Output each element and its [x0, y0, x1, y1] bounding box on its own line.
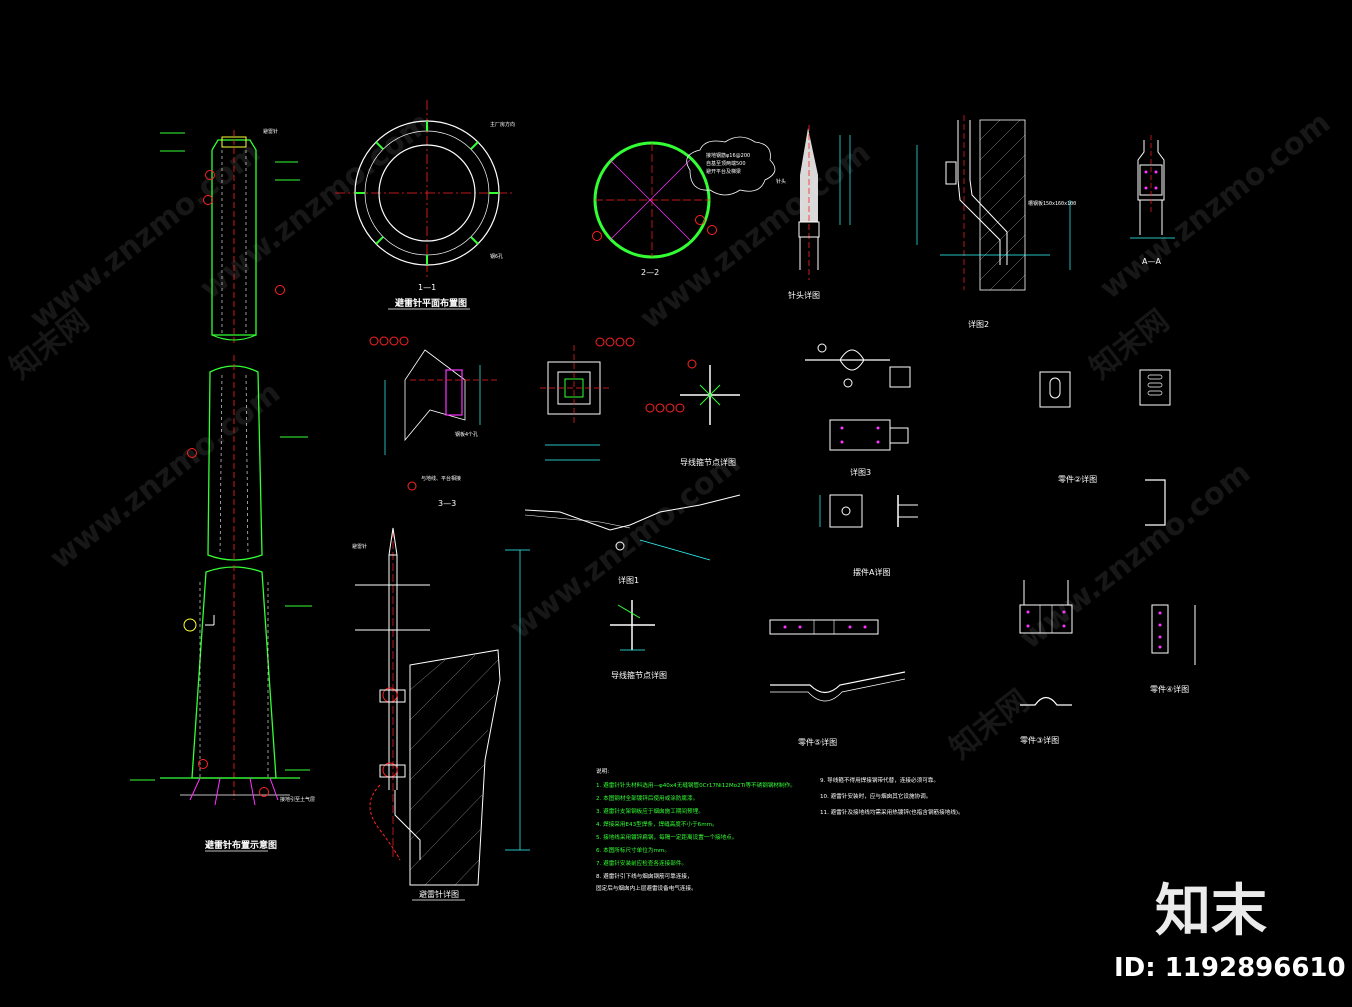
section-2-2-label: 2—2	[641, 268, 659, 277]
note-line: 1. 避雷针针头材料选用—φ40x4无缝钢管0Cr17Ni12Mo2Ti等不锈钢…	[596, 781, 796, 789]
chimney-layout: 避雷针布置示意图 避雷针 接地引至土气层	[130, 128, 315, 852]
section-a-a-label: A—A	[1142, 257, 1161, 266]
plan-view: 避雷针平面布置图 1—1 主厂房方向 钢6孔	[335, 100, 515, 310]
detail-3-title: 详图3	[850, 467, 871, 477]
note-line: 5. 接地线采用镀锌扁钢，每隔一定距离设置一个接地点。	[596, 833, 737, 841]
part-4-title: 零件④详图	[1150, 684, 1189, 694]
section-3-3-label: 3—3	[438, 499, 456, 508]
plate-a-detail: 摆件A详图	[819, 494, 918, 577]
section-1-1: 1—1	[418, 283, 436, 292]
joint-point-detail: 导线箍节点详图	[610, 600, 667, 680]
note-line: 7. 避雷针安装前应检查各连接部件。	[596, 859, 687, 867]
anchor-holes: 钢6孔	[490, 253, 503, 260]
rod-detail: 避雷针详图 避雷针	[352, 527, 530, 901]
detail-1: 详图1	[524, 494, 741, 585]
notes: 说明: 1. 避雷针针头材料选用—φ40x4无缝钢管0Cr17Ni12Mo2Ti…	[596, 767, 964, 892]
detail-2-title: 详图2	[968, 319, 989, 329]
label-rod: 避雷针	[263, 128, 278, 135]
watermark-cn: 知末网	[943, 683, 1035, 766]
ground-wire-label: 与地线、平台相接	[421, 475, 461, 482]
part-5-title: 零件⑤详图	[798, 737, 837, 747]
tip-detail: 针头详图 针头	[776, 125, 851, 300]
image-id: ID: 1192896610	[1114, 953, 1346, 983]
note-line: 8. 避雷针引下线与烟囱钢筋可靠连接，	[596, 872, 693, 880]
label-ground-detail: 接地引至土气层	[280, 796, 315, 803]
part-3-title: 零件③详图	[1020, 735, 1059, 745]
section-a-a: A—A	[1130, 135, 1175, 266]
part-5-detail: 零件⑤详图	[769, 619, 906, 747]
tip-label: 针头	[776, 178, 786, 185]
bubble-line-1: 接地钢筋φ16@200	[706, 152, 750, 159]
detail-3: 详图3	[805, 343, 911, 477]
bubble-line-3: 避开平台及梯梁	[706, 168, 741, 175]
plan-title: 避雷针平面布置图	[395, 297, 467, 309]
watermark-text: www.znzmo.com	[193, 105, 437, 306]
rod-detail-title: 避雷针详图	[419, 889, 459, 899]
steel-plate-label: 槽钢板150x160x100	[1028, 200, 1076, 207]
plate-a-title: 摆件A详图	[853, 567, 890, 577]
watermark-text: www.znzmo.com	[1013, 455, 1257, 656]
tip-detail-title: 针头详图	[788, 290, 820, 300]
joint-detail: 导线箍节点详图	[645, 359, 740, 467]
layout-title: 避雷针布置示意图	[205, 839, 277, 851]
note-line: 9. 导线箍不得用焊接钢带代替，连接必须可靠。	[820, 776, 939, 784]
note-line: 固定后与烟囱内上层避雷设备电气连接。	[596, 884, 697, 892]
detail-2: 详图2 槽钢板150x160x100	[916, 115, 1076, 329]
note-line: 6. 本图所标尺寸单位为mm。	[596, 846, 670, 854]
section-2-2: 接地钢筋φ16@200 自基至顶两端500 避开平台及梯梁 2—2	[592, 136, 776, 277]
watermark-text: www.znzmo.com	[633, 135, 877, 336]
part-2-detail: 零件②详图	[1039, 369, 1171, 526]
section-3-3: 3—3 钢板4个孔 与地线、平台相接	[369, 336, 500, 508]
bolt-hole-label: 钢板4个孔	[455, 431, 478, 438]
note-line: 11. 避雷针及接地线均需采用热镀锌(也指含钢筋接地线)。	[820, 808, 964, 816]
watermark-text: www.znzmo.com	[1093, 105, 1337, 306]
middle-joint	[540, 337, 635, 461]
joint-detail-title: 导线箍节点详图	[680, 457, 736, 467]
brand-logo: 知末	[1155, 879, 1267, 944]
part-3-detail: 零件③详图	[1019, 580, 1073, 745]
watermark-layer: www.znzmo.com www.znzmo.com www.znzmo.co…	[3, 105, 1337, 766]
note-line: 2. 本图钢材全部镀锌后使用或涂防腐漆。	[596, 794, 698, 802]
part-4-detail: 零件④详图	[1150, 604, 1196, 694]
watermark-text: www.znzmo.com	[43, 375, 287, 576]
watermark-cn: 知末网	[1083, 303, 1175, 386]
plant-north: 主厂房方向	[490, 121, 515, 128]
detail-1-title: 详图1	[618, 575, 639, 585]
note-line: 10. 避雷针安装时，应与烟囱其它设施协调。	[820, 792, 931, 800]
note-line: 3. 避雷针支架钢板应于烟囱施工期间预埋。	[596, 807, 704, 815]
rod-label: 避雷针	[352, 543, 367, 550]
watermark-text: www.znzmo.com	[503, 445, 747, 646]
part-2-title: 零件②详图	[1058, 474, 1097, 484]
watermark-text: www.znzmo.com	[23, 135, 267, 336]
joint-point-title: 导线箍节点详图	[611, 670, 667, 680]
notes-title: 说明:	[596, 767, 609, 775]
bubble-line-2: 自基至顶两端500	[706, 160, 746, 167]
note-line: 4. 焊接采用E43型焊条，焊缝高度不小于6mm。	[596, 820, 718, 828]
